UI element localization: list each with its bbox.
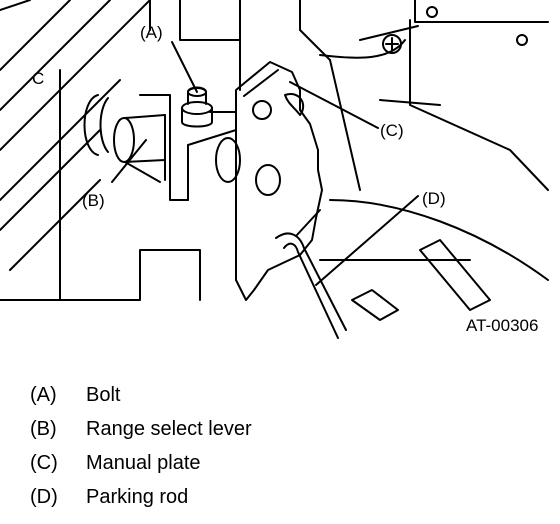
parking-rod bbox=[275, 209, 347, 339]
legend-key: (D) bbox=[30, 485, 58, 508]
housing-ribs bbox=[0, 0, 151, 271]
legend-label: Manual plate bbox=[86, 451, 201, 474]
transmission-diagram: (A) (B) (C) (D) C AT-00306 bbox=[0, 0, 549, 339]
mounting-bracket bbox=[139, 94, 237, 201]
figure-id: AT-00306 bbox=[466, 316, 538, 335]
legend-item-manual-plate: (C) Manual plate bbox=[30, 446, 252, 480]
legend-item-range-select-lever: (B) Range select lever bbox=[30, 412, 252, 446]
housing-mark-c: C bbox=[32, 69, 44, 88]
callout-c: (C) bbox=[380, 121, 404, 140]
legend-key: (B) bbox=[30, 417, 57, 440]
legend-item-bolt: (A) Bolt bbox=[30, 378, 252, 412]
callout-b: (B) bbox=[82, 191, 105, 210]
legend-label: Range select lever bbox=[86, 417, 252, 440]
bolt bbox=[181, 86, 213, 128]
right-housing bbox=[299, 0, 549, 321]
leader-lines bbox=[111, 41, 419, 286]
housing-outline bbox=[0, 0, 241, 301]
range-select-lever bbox=[83, 94, 166, 183]
callout-d: (D) bbox=[422, 189, 446, 208]
manual-plate bbox=[215, 61, 323, 301]
legend-key: (A) bbox=[30, 383, 57, 406]
callout-a: (A) bbox=[140, 23, 163, 42]
legend: (A) Bolt (B) Range select lever (C) Manu… bbox=[30, 378, 252, 514]
legend-item-parking-rod: (D) Parking rod bbox=[30, 480, 252, 514]
legend-key: (C) bbox=[30, 451, 58, 474]
legend-label: Parking rod bbox=[86, 485, 189, 508]
legend-label: Bolt bbox=[86, 383, 121, 406]
